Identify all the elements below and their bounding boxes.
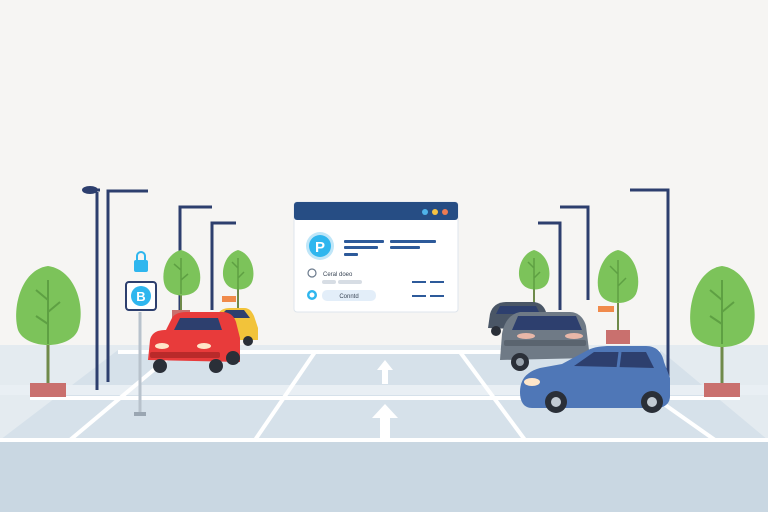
pole-left-1 bbox=[106, 189, 148, 382]
pole-right-3 bbox=[538, 221, 562, 310]
tree-right-big bbox=[690, 266, 755, 397]
tree-left-big bbox=[16, 266, 81, 397]
planter bbox=[606, 330, 630, 344]
window-dot-blue[interactable] bbox=[422, 209, 428, 215]
parking-p-icon bbox=[309, 235, 331, 257]
sign-badge-text: B bbox=[136, 289, 145, 304]
car-red bbox=[148, 312, 240, 373]
parking-sign-post: B bbox=[125, 251, 157, 416]
connect-button-label: Conntd bbox=[339, 294, 358, 300]
planter bbox=[30, 383, 66, 397]
right-placeholder-lines bbox=[412, 281, 444, 297]
tree-left-mid bbox=[163, 250, 201, 320]
car-grey bbox=[500, 312, 590, 371]
poles bbox=[84, 188, 670, 390]
tree-right-mid bbox=[597, 250, 639, 344]
window-dot-yellow[interactable] bbox=[432, 209, 438, 215]
parking-p-icon bbox=[131, 286, 151, 306]
planter bbox=[704, 383, 740, 397]
text-placeholder-lines bbox=[344, 240, 436, 256]
up-arrow-icon bbox=[377, 360, 393, 384]
window-badge-text: P bbox=[315, 239, 325, 256]
lamp-head bbox=[82, 186, 98, 194]
tree-left-small bbox=[222, 250, 254, 308]
app-window: P Ceral doeo Conntd bbox=[293, 201, 459, 313]
lane-arrows bbox=[372, 360, 398, 442]
connect-button[interactable] bbox=[322, 290, 376, 301]
row1-chip-a bbox=[322, 280, 336, 284]
small-sign-left bbox=[222, 296, 236, 302]
car-blue bbox=[520, 346, 670, 413]
pole-left-3 bbox=[210, 221, 236, 310]
window-dot-orange[interactable] bbox=[442, 209, 448, 215]
up-arrow-icon bbox=[372, 404, 398, 442]
road-front bbox=[0, 440, 768, 512]
window-titlebar bbox=[294, 202, 458, 220]
curb-strip bbox=[0, 385, 768, 395]
row1-text: Ceral doeo bbox=[323, 272, 353, 278]
pole-right-1 bbox=[630, 188, 670, 380]
tree-right-small bbox=[518, 250, 550, 306]
small-sign-right bbox=[598, 306, 614, 312]
row1-chip-b bbox=[338, 280, 362, 284]
pole-right-2 bbox=[560, 205, 590, 300]
lock-icon bbox=[134, 251, 148, 272]
row-icon bbox=[307, 268, 317, 278]
